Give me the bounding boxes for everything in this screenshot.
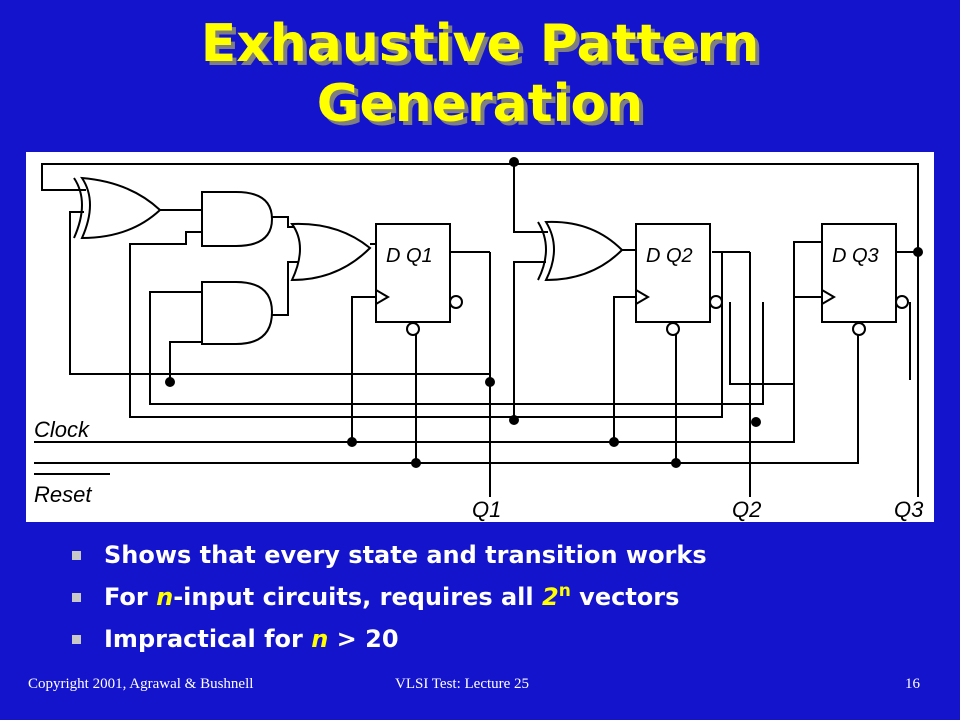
- bullet-text-mid: -input circuits, requires all: [173, 583, 542, 611]
- bullet-item: Shows that every state and transition wo…: [72, 534, 707, 576]
- q3-output-label: Q3: [894, 497, 924, 522]
- variable-n: n: [311, 625, 329, 653]
- circuit-svg: D Q1 D Q2 D Q3 Clock Reset Q1 Q2 Q3: [34, 157, 924, 522]
- q1-output-label: Q1: [472, 497, 501, 522]
- flip-flop-3: [821, 223, 897, 323]
- flip-flop-2: [635, 223, 711, 323]
- bullet-text-tail: > 20: [328, 625, 399, 653]
- and-gate-1: [201, 191, 274, 247]
- reset-label: Reset: [34, 482, 92, 507]
- circuit-diagram: D Q1 D Q2 D Q3 Clock Reset Q1 Q2 Q3: [26, 152, 934, 522]
- wires: [34, 162, 919, 497]
- bullet-text-tail: vectors: [570, 583, 680, 611]
- footer-course: VLSI Test: Lecture 25: [395, 676, 530, 692]
- variable-n: n: [156, 583, 174, 611]
- flip-flop-1: [375, 223, 451, 323]
- slide-title: Exhaustive Pattern Generation: [0, 14, 960, 134]
- power-exponent: n: [558, 581, 571, 601]
- bullet-item: For n-input circuits, requires all 2n ve…: [72, 576, 707, 618]
- footer-page-number: 16: [905, 676, 920, 692]
- ff2-label: D Q2: [646, 245, 693, 267]
- bullet-marker-icon: [72, 635, 81, 644]
- footer-copyright: Copyright 2001, Agrawal & Bushnell: [28, 676, 254, 692]
- title-line-1: Exhaustive Pattern: [200, 14, 760, 74]
- ff3-label: D Q3: [832, 245, 879, 267]
- junction-dots: [165, 157, 923, 468]
- ff1-label: D Q1: [386, 245, 433, 267]
- bullet-list: Shows that every state and transition wo…: [72, 534, 707, 660]
- bullet-text-prefix: Impractical for: [104, 625, 312, 653]
- bullet-text-prefix: For: [104, 583, 157, 611]
- xor-gate-1: [73, 176, 162, 240]
- flip-flops: [375, 223, 909, 336]
- bullet-marker-icon: [72, 593, 81, 602]
- bullet-item: Impractical for n > 20: [72, 618, 707, 660]
- or-gate-1: [290, 222, 372, 282]
- bullet-text: Shows that every state and transition wo…: [104, 541, 707, 569]
- clock-label: Clock: [34, 417, 90, 442]
- power-base: 2: [542, 583, 559, 611]
- bullet-marker-icon: [72, 551, 81, 560]
- q2-output-label: Q2: [732, 497, 761, 522]
- and-gate-2: [201, 281, 274, 345]
- title-line-2: Generation: [316, 74, 644, 134]
- xor-gate-2: [537, 220, 624, 282]
